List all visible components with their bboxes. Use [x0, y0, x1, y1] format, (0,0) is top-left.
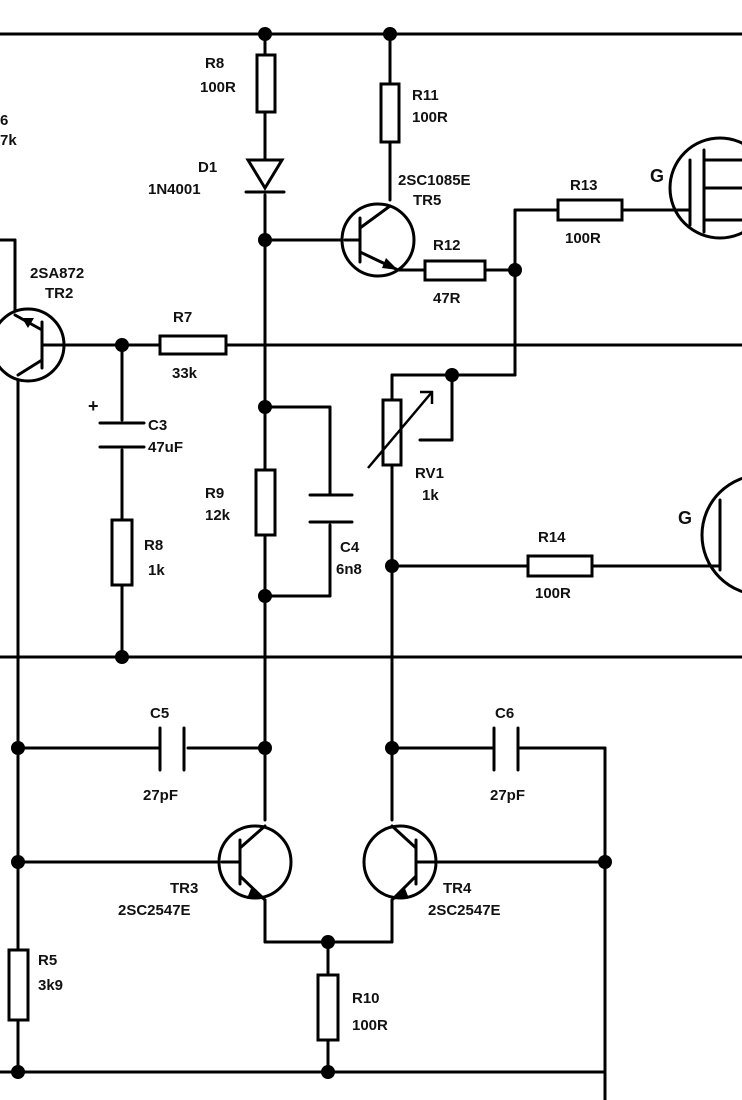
wires [0, 32, 742, 1100]
resistor-r7-body [158, 334, 228, 356]
r6-ref: 6 [0, 112, 8, 129]
resistor-r13-body [556, 198, 624, 222]
r8b-ref: R8 [144, 537, 163, 554]
preset-rv1-body [381, 398, 403, 467]
r7-ref: R7 [173, 309, 192, 326]
r14-ref: R14 [538, 529, 566, 546]
tr5-value: 2SC1085E [398, 172, 471, 189]
r8-value: 100R [200, 79, 236, 96]
c3-polarity: + [88, 396, 99, 416]
r8-ref: R8 [205, 55, 224, 72]
tr3-ref: TR3 [170, 880, 198, 897]
junctions [11, 27, 612, 1079]
tr2-ref: TR2 [45, 285, 73, 302]
r6-value: 7k [0, 132, 17, 149]
c4-ref: C4 [340, 539, 360, 556]
r11-ref: R11 [412, 87, 439, 104]
r10-ref: R10 [352, 990, 380, 1007]
c6-value: 27pF [490, 787, 525, 804]
gate-lower-label: G [678, 508, 692, 528]
resistor-r5-body [7, 948, 30, 1022]
rv1-value: 1k [422, 487, 439, 504]
resistor-r8-body [255, 53, 277, 114]
c5-value: 27pF [143, 787, 178, 804]
d1-ref: D1 [198, 159, 217, 176]
resistor-r10-body [316, 973, 340, 1042]
c3-value: 47uF [148, 439, 183, 456]
mosfet-lower [700, 476, 742, 594]
d1-value: 1N4001 [148, 181, 201, 198]
r5-ref: R5 [38, 952, 57, 969]
r14-value: 100R [535, 585, 571, 602]
tr5-ref: TR5 [413, 192, 441, 209]
r13-value: 100R [565, 230, 601, 247]
r10-value: 100R [352, 1017, 388, 1034]
r9-ref: R9 [205, 485, 224, 502]
c4-value: 6n8 [336, 561, 362, 578]
r12-ref: R12 [433, 237, 461, 254]
rv1-ref: RV1 [415, 465, 444, 482]
r13-ref: R13 [570, 177, 598, 194]
transistor-tr2 [0, 307, 66, 383]
resistor-r8b-body [110, 518, 134, 587]
resistor-r12-body [423, 259, 487, 282]
transistors [0, 202, 438, 902]
c5-ref: C5 [150, 705, 169, 722]
capacitors: + [88, 396, 520, 772]
c6-ref: C6 [495, 705, 514, 722]
tr4-value: 2SC2547E [428, 902, 501, 919]
transistor-tr3 [217, 824, 293, 900]
labels: 6 7k R8 100R R11 100R D1 1N4001 2SC1085E… [0, 55, 692, 1034]
r7-value: 33k [172, 365, 198, 382]
r11-value: 100R [412, 109, 448, 126]
tr2-value: 2SA872 [30, 265, 84, 282]
diode-d1 [244, 158, 286, 194]
resistor-r14-body [526, 554, 594, 578]
tr3-value: 2SC2547E [118, 902, 191, 919]
c3-ref: C3 [148, 417, 167, 434]
gate-upper-label: G [650, 166, 664, 186]
resistor-r9-body [254, 468, 277, 537]
tr4-ref: TR4 [443, 880, 472, 897]
r5-value: 3k9 [38, 977, 63, 994]
mosfets [668, 136, 742, 594]
preset-rv1-arrow [367, 391, 433, 469]
r12-value: 47R [433, 290, 461, 307]
resistor-r11-body [379, 82, 401, 144]
r9-value: 12k [205, 507, 231, 524]
r8b-value: 1k [148, 562, 165, 579]
resistors [7, 53, 624, 1042]
